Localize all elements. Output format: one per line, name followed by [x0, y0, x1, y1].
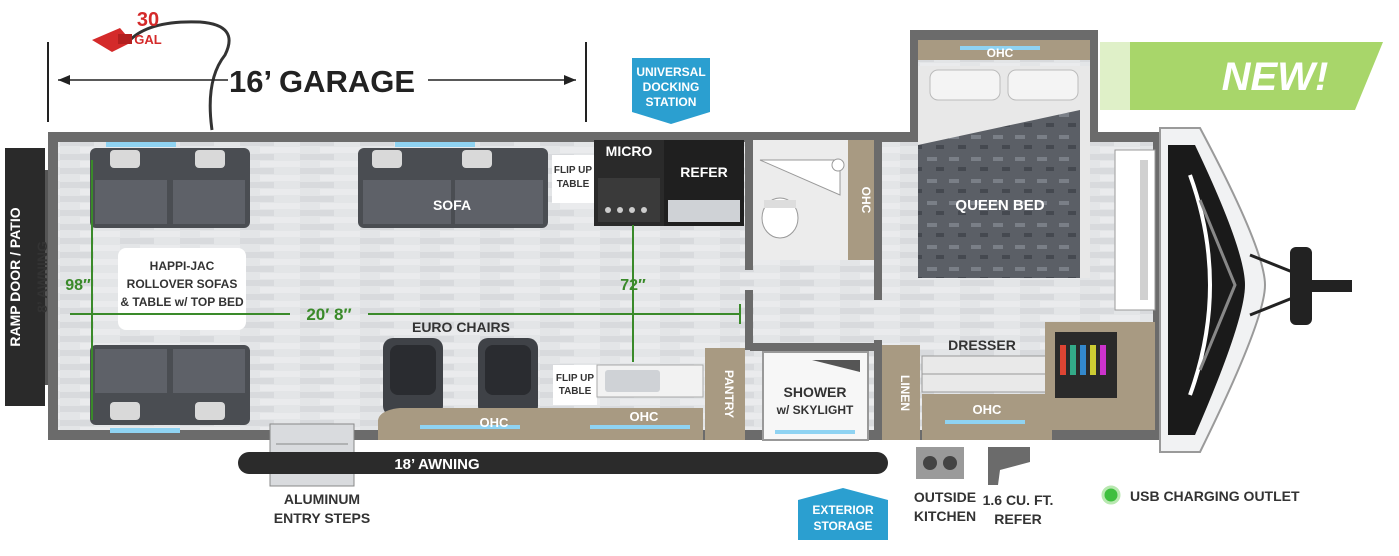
svg-text:RAMP DOOR / PATIO: RAMP DOOR / PATIO [7, 207, 23, 346]
fuel-nozzle-icon: 30 GAL [92, 9, 231, 131]
svg-text:98″: 98″ [65, 277, 91, 294]
exterior-storage-badge: EXTERIOR STORAGE [798, 488, 888, 540]
svg-text:OUTSIDE: OUTSIDE [914, 489, 976, 505]
svg-text:GAL: GAL [134, 32, 162, 47]
svg-text:FLIP UP: FLIP UP [556, 373, 594, 384]
svg-text:USB CHARGING OUTLET: USB CHARGING OUTLET [1130, 488, 1300, 504]
microwave-stove: MICRO [594, 140, 664, 226]
pantry: PANTRY [705, 348, 745, 440]
side-awning: 18’ AWNING [238, 452, 888, 474]
svg-text:STORAGE: STORAGE [813, 519, 872, 533]
svg-text:EXTERIOR: EXTERIOR [812, 503, 874, 517]
front-wardrobe [1114, 149, 1156, 311]
outside-kitchen: OUTSIDE KITCHEN [914, 447, 976, 524]
sofa: SOFA [358, 142, 548, 228]
dresser: DRESSER OHC [921, 337, 1053, 440]
flip-up-table-top: FLIP UP TABLE [552, 155, 594, 203]
shower: SHOWER w/ SKYLIGHT [762, 351, 869, 441]
svg-text:& TABLE w/ TOP BED: & TABLE w/ TOP BED [120, 295, 244, 309]
svg-text:ROLLOVER SOFAS: ROLLOVER SOFAS [127, 277, 238, 291]
svg-text:LINEN: LINEN [898, 375, 912, 411]
new-banner: NEW! [1100, 42, 1383, 110]
svg-text:KITCHEN: KITCHEN [914, 508, 976, 524]
interior-walls [745, 140, 882, 440]
svg-text:SOFA: SOFA [433, 197, 471, 213]
svg-text:FLIP UP: FLIP UP [554, 165, 592, 176]
svg-text:TABLE: TABLE [559, 386, 592, 397]
svg-text:QUEEN BED: QUEEN BED [955, 197, 1044, 214]
garage-dimension: 16’ GARAGE [47, 42, 587, 122]
docking-badge: UNIVERSAL DOCKING STATION [632, 58, 710, 124]
svg-text:OHC: OHC [859, 187, 873, 214]
svg-text:PANTRY: PANTRY [722, 370, 736, 418]
svg-text:MICRO: MICRO [606, 143, 653, 159]
svg-text:OHC: OHC [987, 46, 1014, 60]
svg-text:HAPPI-JAC: HAPPI-JAC [150, 259, 215, 273]
svg-text:DRESSER: DRESSER [948, 337, 1016, 353]
happi-jac-sofa-bottom [90, 345, 250, 433]
usb-outlet-icon [1101, 485, 1121, 505]
svg-text:1.6 CU. FT.: 1.6 CU. FT. [983, 492, 1054, 508]
svg-text:OHC: OHC [480, 415, 510, 430]
front-cabinet [1045, 322, 1155, 430]
svg-text:STATION: STATION [646, 95, 697, 109]
outside-refer: 1.6 CU. FT. REFER [983, 447, 1054, 527]
bathroom: OHC [750, 140, 876, 260]
svg-text:DOCKING: DOCKING [643, 80, 700, 94]
svg-text:TABLE: TABLE [557, 179, 590, 190]
svg-text:UNIVERSAL: UNIVERSAL [636, 65, 705, 79]
svg-text:w/ SKYLIGHT: w/ SKYLIGHT [776, 403, 854, 417]
svg-text:ENTRY STEPS: ENTRY STEPS [274, 510, 370, 526]
svg-text:OHC: OHC [630, 409, 660, 424]
svg-text:20′ 8″: 20′ 8″ [306, 305, 351, 324]
usb-legend: USB CHARGING OUTLET [1101, 485, 1300, 505]
svg-text:REFER: REFER [680, 164, 727, 180]
svg-text:16’ GARAGE: 16’ GARAGE [229, 64, 415, 99]
refrigerator: REFER [664, 140, 744, 226]
svg-text:REFER: REFER [994, 511, 1041, 527]
svg-text:EURO CHAIRS: EURO CHAIRS [412, 319, 510, 335]
svg-text:18’ AWNING: 18’ AWNING [394, 456, 479, 473]
dimension-lines: 98″ 72″ 20′ 8″ [65, 160, 741, 420]
svg-text:ALUMINUM: ALUMINUM [284, 491, 360, 507]
kitchen-counter: FLIP UP TABLE OHC OHC [378, 364, 704, 440]
happi-jac-label-box: HAPPI-JAC ROLLOVER SOFAS & TABLE w/ TOP … [118, 248, 246, 330]
new-text: NEW! [1222, 55, 1329, 99]
front-cap [1159, 127, 1352, 453]
svg-text:OHC: OHC [973, 402, 1003, 417]
svg-text:72″: 72″ [620, 277, 646, 294]
bedroom: OHC QUEEN BED [918, 40, 1090, 278]
linen: LINEN [882, 345, 920, 440]
svg-text:8’ AWNING: 8’ AWNING [34, 241, 50, 313]
svg-text:SHOWER: SHOWER [784, 384, 847, 400]
svg-text:30: 30 [137, 9, 159, 31]
happi-jac-sofa-top [90, 142, 250, 228]
euro-chairs: EURO CHAIRS [383, 319, 538, 416]
